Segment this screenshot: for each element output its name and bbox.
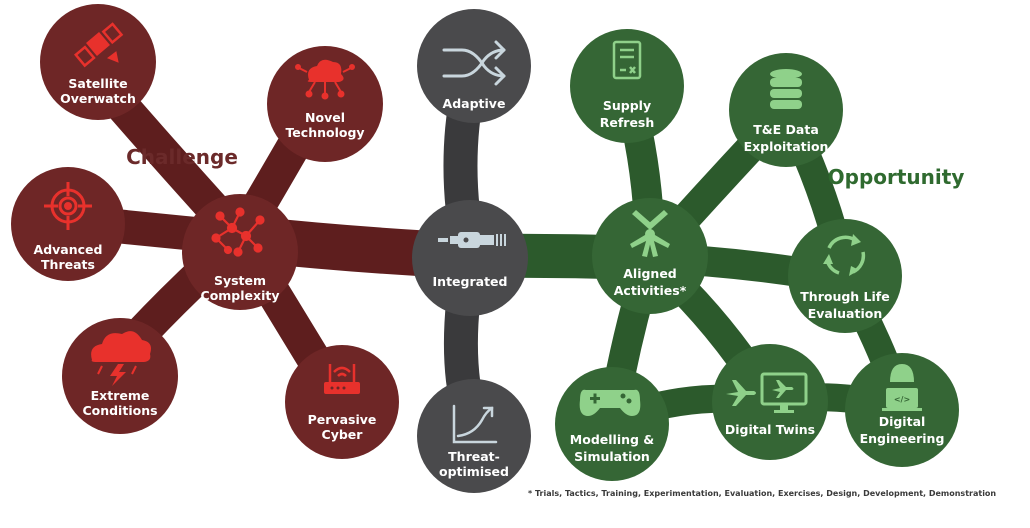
shuffle-icon — [442, 40, 506, 86]
node-label-line2: Technology — [285, 125, 364, 140]
node-pervasive-cyber: Pervasive Cyber — [285, 345, 399, 459]
node-label-line1: Novel — [305, 110, 345, 125]
challenge-heading: Challenge — [126, 145, 238, 169]
node-adaptive: Adaptive — [417, 9, 531, 123]
aircraft-monitor-icon — [726, 372, 808, 413]
target-icon — [44, 182, 92, 230]
node-label-line2: optimised — [439, 464, 509, 479]
node-label-line1: Satellite — [68, 76, 127, 91]
node-label-line1: Pervasive — [308, 412, 377, 427]
node-advanced-threats: Advanced Threats — [11, 167, 125, 281]
document-icon — [612, 40, 642, 80]
footnote: * Trials, Tactics, Training, Experimenta… — [528, 489, 996, 498]
cloud-network-icon — [295, 59, 355, 100]
node-label-line2: Complexity — [201, 288, 280, 303]
node-satellite-overwatch: Satellite Overwatch — [40, 4, 156, 120]
connector-icon — [438, 232, 506, 248]
node-label-line2: Simulation — [574, 449, 650, 464]
node-label-line1: Modelling & — [570, 432, 655, 447]
node-through-life-evaluation: Through Life Evaluation — [788, 219, 902, 333]
node-label-line2: Conditions — [82, 403, 157, 418]
hands-icon — [630, 210, 670, 257]
storm-cloud-icon — [91, 331, 151, 386]
node-label-line2: Engineering — [860, 431, 945, 446]
node-label-line1: Adaptive — [443, 96, 506, 111]
svg-text:</>: </> — [894, 395, 910, 404]
node-label-line2: Overwatch — [60, 91, 136, 106]
node-label-line2: Refresh — [600, 115, 655, 130]
router-icon — [324, 364, 360, 394]
node-label-line1: Digital Twins — [725, 422, 815, 437]
node-label-line2: Cyber — [322, 427, 364, 442]
database-icon — [770, 69, 802, 109]
node-extreme-conditions: Extreme Conditions — [62, 318, 178, 434]
node-label-line1: Advanced — [34, 242, 103, 257]
node-digital-twins: Digital Twins — [712, 344, 828, 460]
node-label-line1: Extreme — [91, 388, 150, 403]
satellite-icon — [73, 22, 124, 68]
node-novel-technology: Novel Technology — [267, 46, 383, 162]
node-label-line2: Exploitation — [744, 139, 829, 154]
network-icon — [211, 207, 265, 257]
node-integrated: Integrated — [412, 200, 528, 316]
node-digital-engineering: </> Digital Engineering — [845, 353, 959, 467]
node-label-line2: Evaluation — [808, 306, 883, 321]
node-threat-optimised: Threat- optimised — [417, 379, 531, 493]
node-label-line1: T&E Data — [753, 122, 819, 137]
gamepad-icon — [579, 389, 641, 416]
node-label-line1: Digital — [879, 414, 926, 429]
node-label-line1: System — [214, 273, 266, 288]
node-label-line2: Threats — [41, 257, 95, 272]
node-modelling-simulation: Modelling & Simulation — [555, 367, 669, 481]
node-aligned-activities: Aligned Activities* — [592, 198, 708, 314]
node-label-line1: Threat- — [448, 449, 500, 464]
node-te-data-exploitation: T&E Data Exploitation — [729, 53, 843, 167]
node-label-line2: Activities* — [614, 283, 687, 298]
node-supply-refresh: Supply Refresh — [570, 29, 684, 143]
node-label-line1: Integrated — [433, 274, 508, 289]
node-label-line1: Through Life — [800, 289, 889, 304]
node-label-line1: Supply — [603, 98, 651, 113]
cycle-icon — [823, 234, 866, 276]
node-label-line1: Aligned — [623, 266, 677, 281]
engineer-laptop-icon: </> — [882, 364, 922, 411]
opportunity-heading: Opportunity — [828, 165, 965, 189]
node-system-complexity: System Complexity — [182, 194, 298, 310]
growth-chart-icon — [452, 404, 498, 444]
